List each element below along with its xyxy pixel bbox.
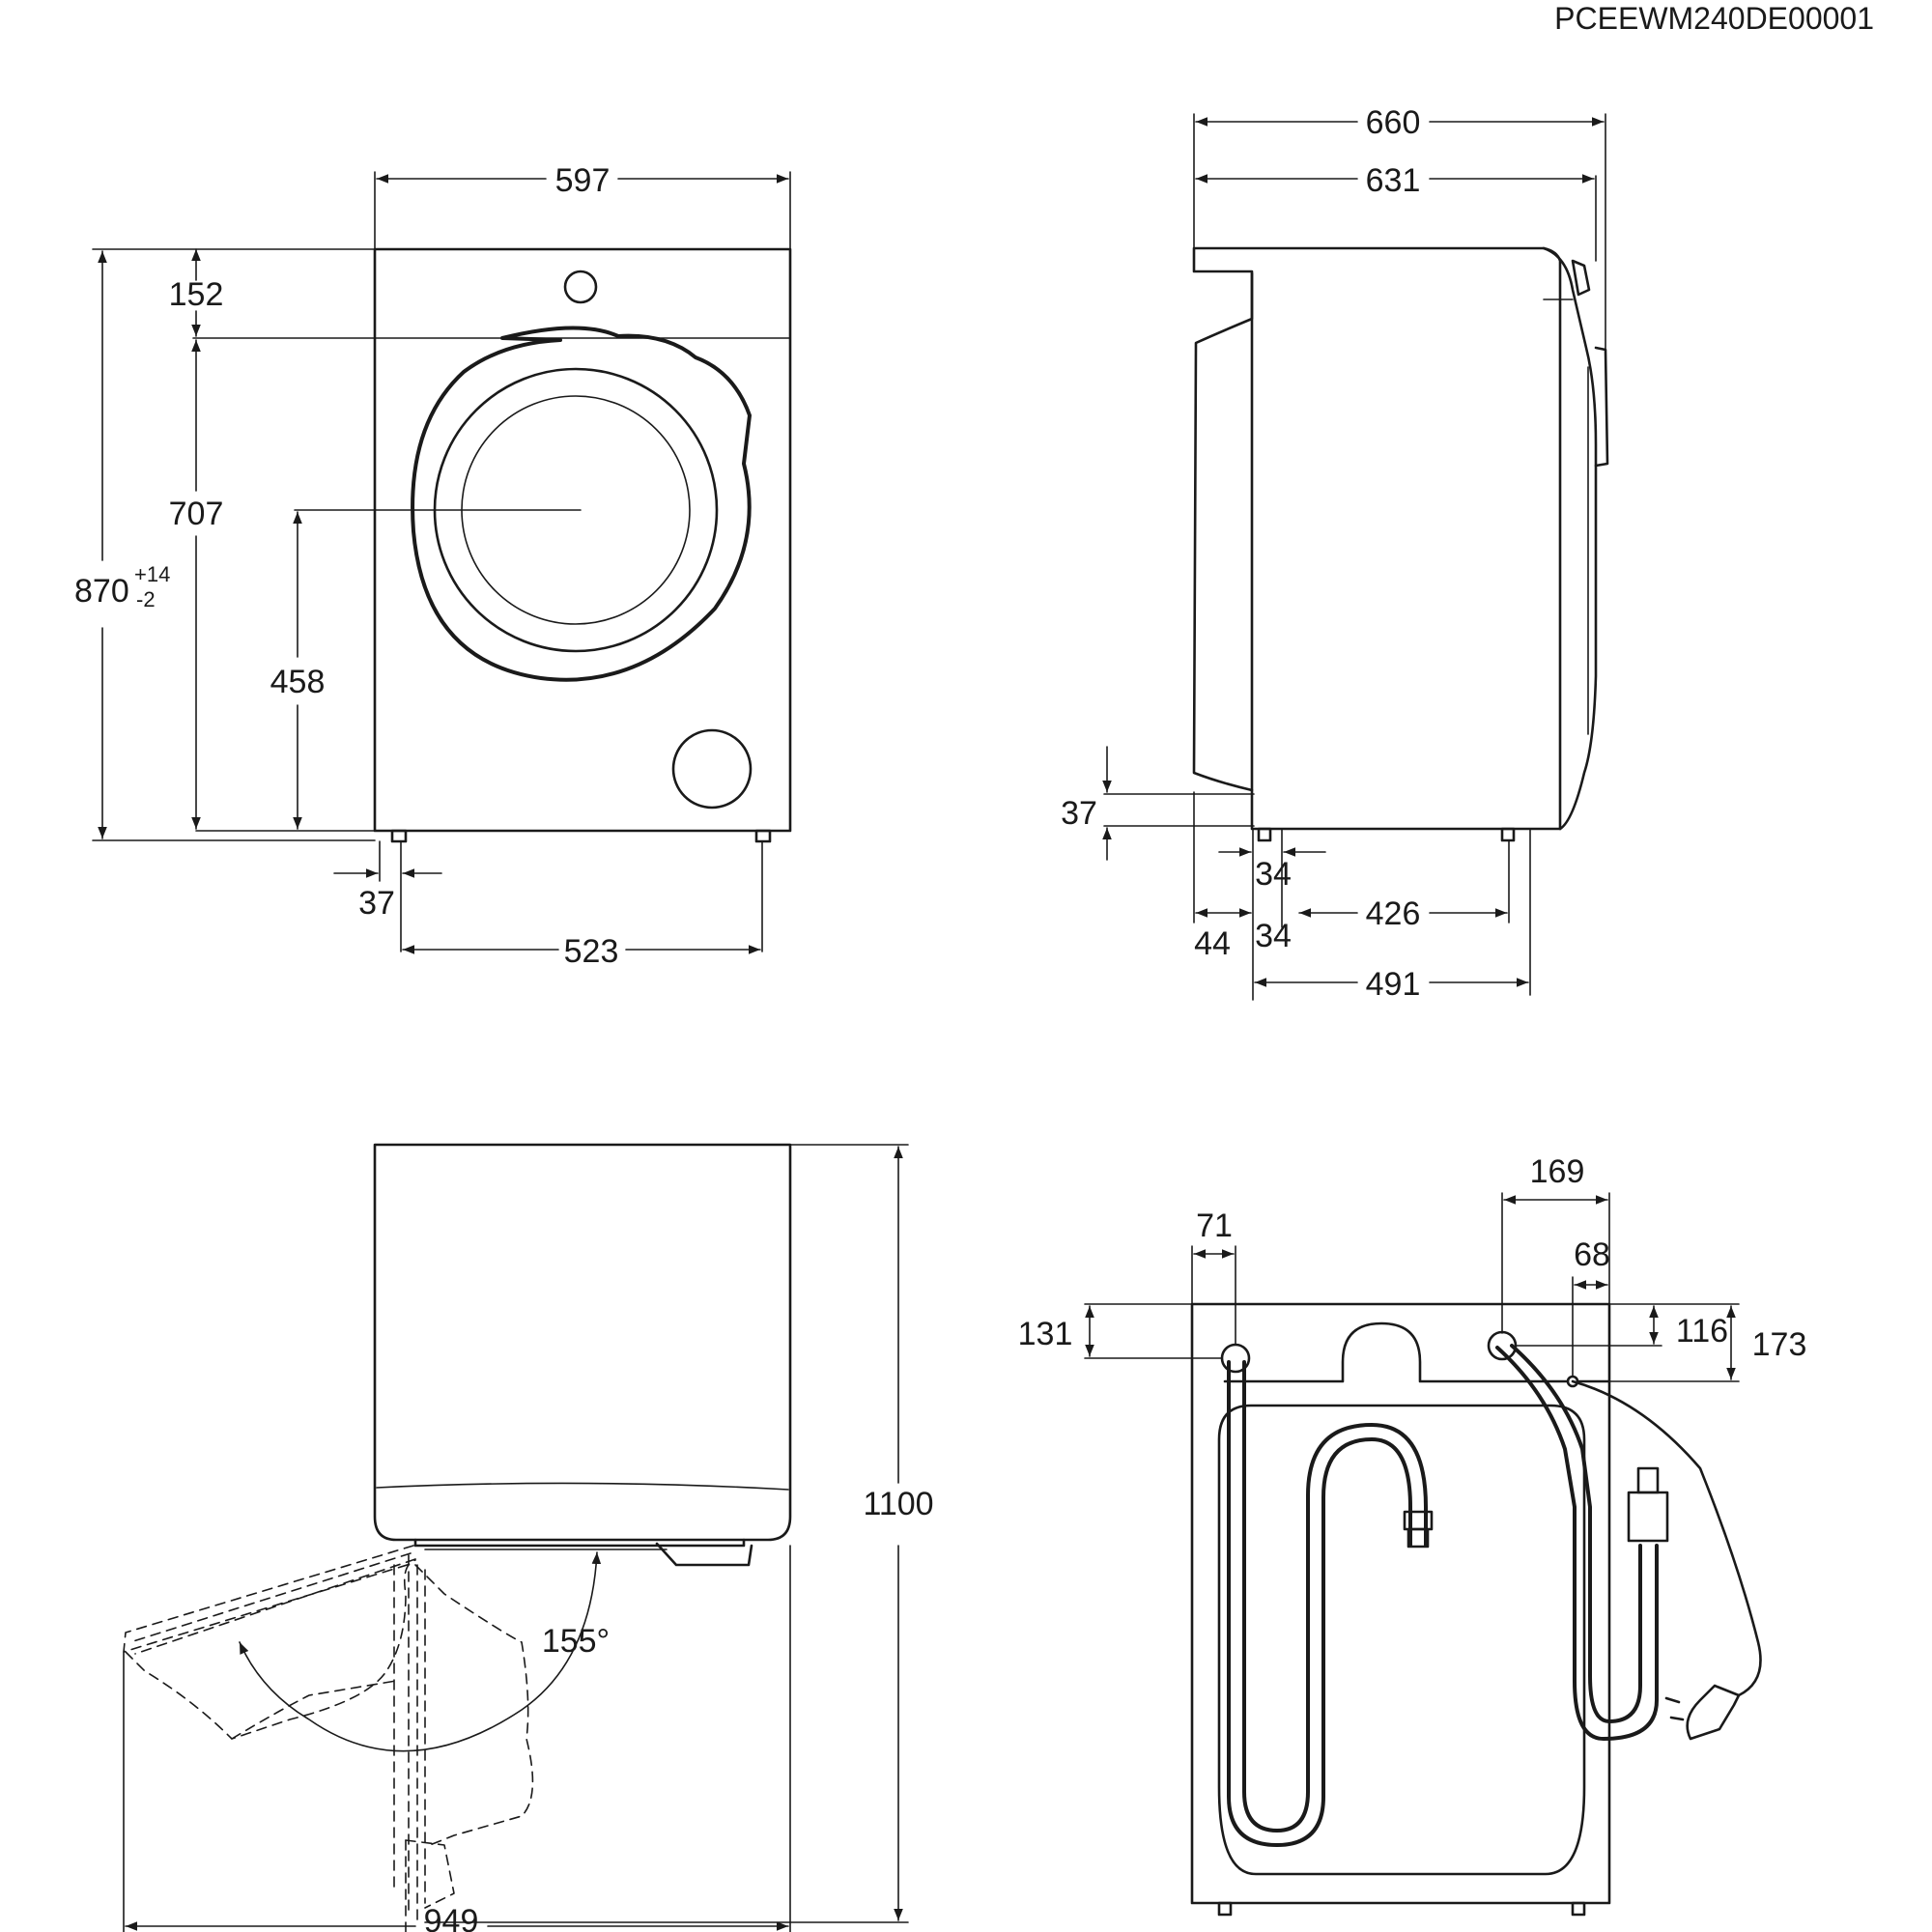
side-knob-icon — [1571, 259, 1591, 297]
dim-side-foot-offset: 34 — [1255, 918, 1292, 954]
dim-top-panel: 152 — [169, 276, 224, 313]
drain-hose — [1495, 1346, 1659, 1741]
front-foot-right — [754, 829, 772, 843]
dim-side-depth-base: 491 — [1366, 966, 1421, 1003]
front-foot-left — [390, 829, 408, 843]
dim-rear-cable-x: 68 — [1574, 1236, 1610, 1273]
dim-front-feet-span: 523 — [564, 933, 619, 970]
side-foot-rear — [1500, 827, 1516, 842]
side-view: 660 631 37 34 44 34 426 491 — [1061, 104, 1609, 1003]
dim-front-height-tol-lower: -2 — [136, 587, 156, 611]
dim-rear-outlet-y: 116 — [1676, 1313, 1728, 1350]
drawing-code: PCEEWM240DE00001 — [1554, 1, 1874, 36]
side-foot-front — [1257, 827, 1272, 842]
rear-foot-left — [1217, 1901, 1233, 1917]
drain-hook-icon — [1627, 1491, 1669, 1543]
dim-door-angle: 155° — [542, 1623, 610, 1660]
inlet-hose — [1227, 1360, 1412, 1847]
dim-side-foot-height: 37 — [1061, 795, 1097, 832]
dim-door-center: 458 — [270, 664, 326, 700]
dim-side-feet-span: 426 — [1366, 895, 1421, 932]
power-cable — [1571, 1379, 1762, 1697]
dim-front-foot-inset: 37 — [358, 885, 395, 922]
dim-front-height-tol-upper: +14 — [134, 562, 170, 586]
dim-front-width: 597 — [555, 162, 611, 199]
rear-body — [1190, 1302, 1611, 1917]
dim-side-rear-offset: 44 — [1194, 925, 1231, 962]
program-knob-icon — [563, 270, 598, 304]
front-body — [373, 247, 792, 843]
door-ring — [411, 326, 752, 682]
inlet-connector-icon — [1406, 1527, 1430, 1548]
rear-foot-right — [1571, 1901, 1586, 1917]
dim-side-foot-width: 34 — [1255, 856, 1292, 893]
rear-view: 71 131 169 68 116 173 — [1018, 1153, 1807, 1917]
dim-rear-inlet-x: 71 — [1196, 1208, 1233, 1244]
dim-door-height: 707 — [169, 496, 224, 532]
front-view: 597 870 +14 -2 152 707 458 37 52 — [74, 162, 792, 970]
power-plug-icon — [1686, 1684, 1741, 1741]
dim-rear-inlet-y: 131 — [1018, 1316, 1073, 1352]
top-view: 155° 1100 949 — [123, 1143, 934, 1932]
dim-height-door-open: 1100 — [863, 1486, 933, 1522]
dim-side-depth-body: 631 — [1366, 162, 1421, 199]
rear-panel — [1217, 1404, 1586, 1876]
dim-depth-door-open: 949 — [424, 1903, 479, 1932]
side-body — [1192, 246, 1609, 842]
dim-rear-outlet-x: 169 — [1530, 1153, 1585, 1190]
door-hinge-bracket — [655, 1542, 753, 1567]
dim-rear-cable-y: 173 — [1752, 1326, 1807, 1363]
door-open-ghost — [123, 1545, 534, 1932]
filter-cover-icon — [671, 728, 753, 810]
side-door-handle — [1594, 346, 1609, 468]
dim-front-height: 870 — [74, 573, 129, 610]
top-body — [373, 1143, 792, 1567]
dim-side-depth-overall: 660 — [1366, 104, 1421, 141]
